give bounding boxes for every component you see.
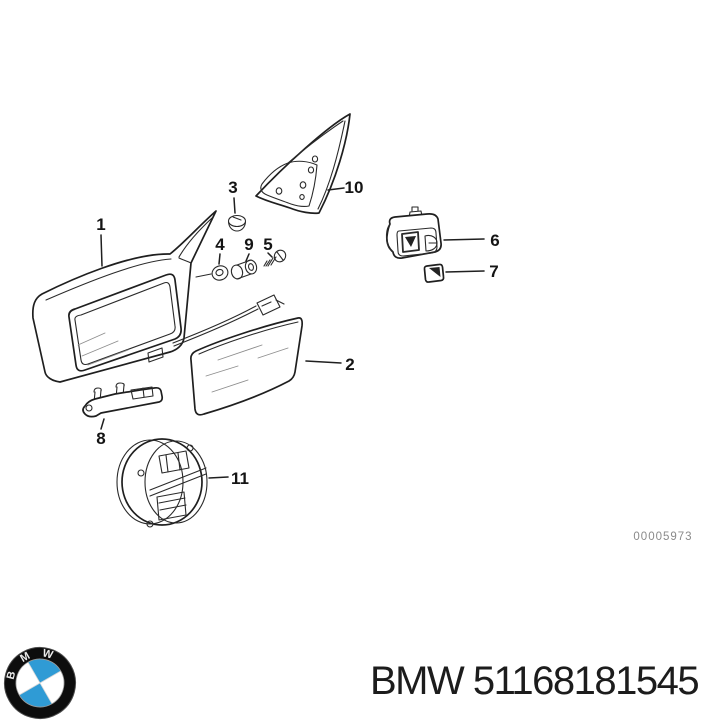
part-1-mirror-housing — [31, 210, 217, 383]
bmw-logo: B M W — [2, 646, 78, 720]
part-10-callout: 10 — [327, 178, 364, 197]
part-1-label: 1 — [96, 215, 105, 234]
part-8-callout: 8 — [96, 418, 106, 448]
part-2-callout: 2 — [305, 355, 355, 374]
part-2-label: 2 — [345, 355, 354, 374]
part-10-label: 10 — [345, 178, 364, 197]
part-7-switch-knob — [423, 263, 445, 283]
part-5-label: 5 — [263, 235, 272, 254]
part-9-label: 9 — [244, 235, 253, 254]
part-5-callout: 5 — [263, 235, 273, 258]
part-3-clip-nut — [227, 214, 247, 232]
part-11-callout: 11 — [208, 469, 249, 488]
part-4-label: 4 — [215, 235, 225, 254]
part-4-callout: 4 — [215, 235, 225, 265]
part-11-label: 11 — [231, 469, 249, 488]
roundel-blue-quadrant-bl — [19, 683, 52, 707]
part-8-label: 8 — [96, 429, 105, 448]
part-3-callout: 3 — [228, 178, 238, 214]
part-7-label: 7 — [489, 262, 498, 281]
roundel-letter-b: B — [5, 670, 19, 681]
part-4-grommet — [195, 265, 229, 281]
part-7-callout: 7 — [445, 262, 499, 281]
mirror-wire — [172, 294, 285, 347]
part-3-label: 3 — [228, 178, 237, 197]
bmw-roundel: B M W — [4, 647, 76, 719]
part-6-label: 6 — [490, 231, 499, 250]
part-2-mirror-glass — [190, 317, 304, 416]
part-5-screw — [263, 249, 287, 267]
part-1-callout: 1 — [96, 215, 106, 267]
roundel-blue-quadrant-tr — [28, 659, 61, 683]
roundel-letter-w: W — [41, 647, 55, 661]
part-10-mounting-plate — [255, 113, 351, 215]
part-number: 51168181545 — [472, 659, 700, 703]
part-number-text: BMW 51168181545 — [370, 659, 700, 704]
parts-diagram: 10 3 1 — [31, 113, 692, 543]
part-9-spacer-sleeve — [230, 259, 258, 280]
part-9-callout: 9 — [244, 235, 254, 262]
drawing-number: 00005973 — [633, 531, 692, 543]
brand-name: BMW — [370, 659, 465, 703]
part-6-mirror-switch — [385, 206, 442, 259]
part-11-mirror-motor — [116, 438, 208, 528]
part-8-base-bracket — [82, 382, 164, 418]
part-6-callout: 6 — [443, 231, 500, 250]
